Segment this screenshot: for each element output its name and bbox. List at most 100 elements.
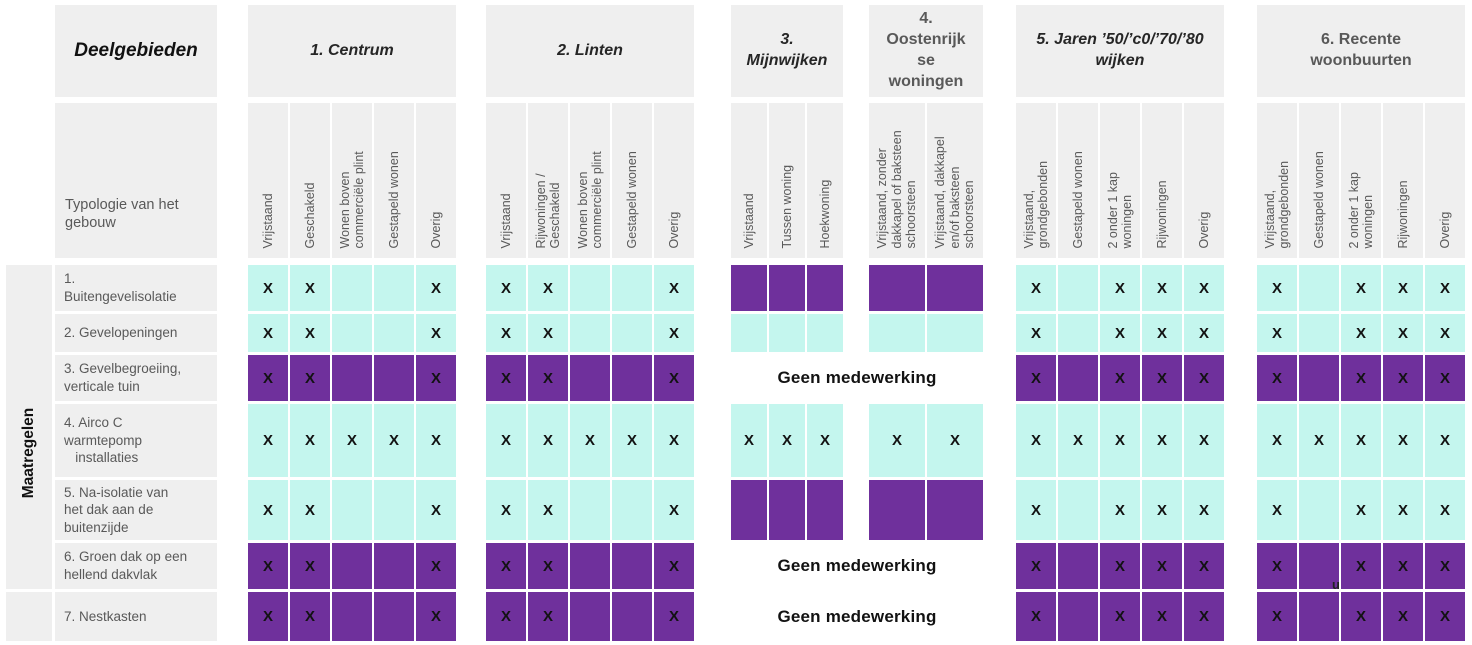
matrix-cell: X (1016, 355, 1056, 401)
matrix-cell: X (486, 355, 526, 401)
column-header-label: Tussen woning (779, 164, 794, 248)
matrix-cell (1058, 543, 1098, 589)
matrix-cell (374, 543, 414, 589)
matrix-cell: X (731, 404, 767, 477)
matrix-cell (1058, 480, 1098, 540)
column-header: Hoekwoning (807, 103, 843, 258)
matrix-cell: X (486, 543, 526, 589)
matrix-cell: X (654, 543, 694, 589)
matrix-cell: X (528, 265, 568, 311)
matrix-cell (769, 265, 805, 311)
matrix-cell: X (1257, 314, 1297, 352)
matrix-cell: X (1142, 314, 1182, 352)
matrix-cell (1299, 543, 1339, 589)
column-header: Gestapeld wonen (1299, 103, 1339, 258)
areas-header: Deelgebieden (55, 5, 217, 97)
column-header: Tussen woning (769, 103, 805, 258)
matrix-cell: X (1383, 404, 1423, 477)
column-header: Vrijstaand, grondgebonden (1016, 103, 1056, 258)
matrix-cell: X (290, 404, 330, 477)
matrix-cell: X (1425, 480, 1465, 540)
matrix-cell (612, 265, 652, 311)
column-header-label: Rijwoningen (1154, 179, 1169, 248)
matrix-cell: X (570, 404, 610, 477)
matrix-cell (570, 355, 610, 401)
matrix-cell: X (1100, 265, 1140, 311)
matrix-cell: X (1341, 404, 1381, 477)
row-label: 3. Gevelbegroeiing, verticale tuin (55, 355, 217, 401)
matrix-cell: X (1184, 265, 1224, 311)
matrix-cell: X (486, 480, 526, 540)
matrix-cell (374, 355, 414, 401)
row-label: 4. Airco C warmtepomp installaties (55, 404, 217, 477)
column-header-label: Wonen boven commerciële plint (575, 150, 604, 248)
matrix-cell: X (528, 355, 568, 401)
column-header: Gestapeld wonen (612, 103, 652, 258)
matrix-cell: X (1383, 543, 1423, 589)
matrix-cell: X (1016, 543, 1056, 589)
matrix-cell (731, 314, 767, 352)
matrix-cell: X (248, 480, 288, 540)
areas-header-label: Deelgebieden (74, 40, 198, 61)
matrix-cell: X (1425, 314, 1465, 352)
matrix-cell: X (1299, 404, 1339, 477)
matrix-cell: X (654, 314, 694, 352)
matrix-cell: X (1184, 480, 1224, 540)
matrix-cell: X (1257, 543, 1297, 589)
matrix-cell (332, 265, 372, 311)
column-header-label: Vrijstaand, zonder dakkapel of baksteen … (875, 129, 919, 248)
matrix-cell: X (486, 592, 526, 641)
column-header: Overig (1184, 103, 1224, 258)
matrix-cell: X (416, 265, 456, 311)
matrix-cell: X (1341, 543, 1381, 589)
matrix-cell (570, 314, 610, 352)
matrix-cell (1058, 314, 1098, 352)
matrix-cell: X (1383, 314, 1423, 352)
matrix-cell (1058, 265, 1098, 311)
matrix-cell: X (1142, 265, 1182, 311)
matrix-cell: X (416, 355, 456, 401)
matrix-cell (570, 265, 610, 311)
matrix-cell: X (1383, 355, 1423, 401)
matrix-cell: X (927, 404, 983, 477)
matrix-cell (612, 592, 652, 641)
matrix-cell: X (1184, 355, 1224, 401)
group-title: 3. Mijnwijken (731, 5, 843, 97)
matrix-cell (612, 355, 652, 401)
row-label: 7. Nestkasten (55, 592, 217, 641)
column-header-label: Gestapeld wonen (1311, 150, 1326, 248)
matrix-cell: X (528, 314, 568, 352)
column-header: Rijwoningen (1383, 103, 1423, 258)
column-header-label: 2 onder 1 kap woningen (1105, 171, 1134, 248)
group-title: 4. Oostenrijk se woningen (869, 5, 983, 97)
matrix-cell (374, 480, 414, 540)
matrix-cell: X (654, 355, 694, 401)
matrix-cell (1299, 355, 1339, 401)
matrix-cell: X (416, 404, 456, 477)
matrix-cell: X (248, 592, 288, 641)
measures-axis-strip-top (6, 265, 52, 589)
matrix-cell: X (1341, 592, 1381, 641)
matrix-cell: X (1058, 404, 1098, 477)
column-header-label: Overig (666, 211, 681, 248)
matrix-cell (374, 265, 414, 311)
matrix-cell: X (1016, 480, 1056, 540)
matrix-cell (769, 314, 805, 352)
column-header: Wonen boven commerciële plint (332, 103, 372, 258)
matrix-cell (332, 543, 372, 589)
column-header-label: Rijwoningen (1395, 179, 1410, 248)
matrix-cell: X (416, 480, 456, 540)
column-header-label: Gestapeld wonen (624, 150, 639, 248)
matrix-cell: X (1100, 404, 1140, 477)
column-header-label: Overig (1437, 211, 1452, 248)
matrix-cell (374, 592, 414, 641)
column-header-label: Vrijstaand, grondgebonden (1262, 160, 1291, 248)
matrix-cell (731, 480, 767, 540)
matrix-cell: X (1100, 543, 1140, 589)
column-header-label: Rijwoningen / Geschakeld (533, 172, 562, 248)
column-header-label: 2 onder 1 kap woningen (1346, 171, 1375, 248)
matrix-cell: X (1383, 265, 1423, 311)
matrix-cell: X (416, 314, 456, 352)
matrix-cell: X (654, 404, 694, 477)
